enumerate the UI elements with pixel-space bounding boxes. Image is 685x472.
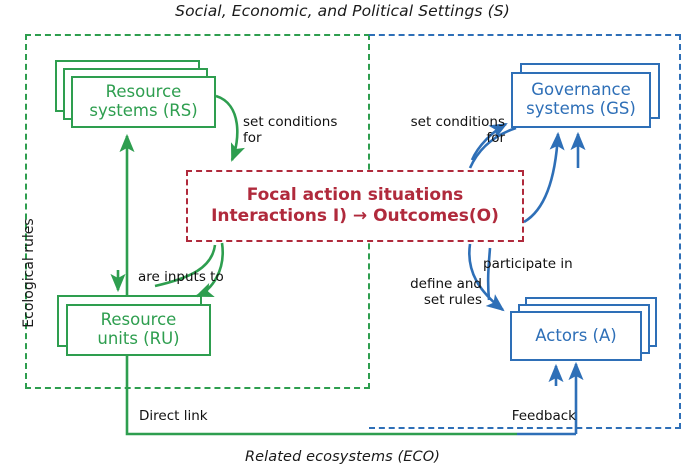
page-title-social-settings: Social, Economic, and Political Settings… — [175, 2, 510, 20]
label-are-inputs-to: are inputs to — [138, 269, 224, 285]
box-front-governance-systems[interactable]: Governance systems (GS) — [511, 72, 651, 128]
box-front-resource-systems[interactable]: Resource systems (RS) — [71, 76, 216, 128]
resource-units-line2: units (RU) — [97, 329, 180, 348]
label-participate-in: participate in — [483, 256, 573, 272]
box-front-actors[interactable]: Actors (A) — [510, 311, 642, 361]
label-set-conditions-for-left: set conditions for — [243, 114, 338, 147]
label-direct-link: Direct link — [139, 408, 208, 424]
box-front-resource-units[interactable]: Resource units (RU) — [66, 304, 211, 356]
actors-line1: Actors (A) — [535, 325, 617, 345]
focal-line2: Interactions I) → Outcomes(O) — [211, 206, 499, 226]
resource-systems-line2: systems (RS) — [89, 101, 198, 120]
governance-systems-line1: Governance — [531, 80, 631, 100]
caption-related-ecosystems: Related ecosystems (ECO) — [244, 449, 441, 465]
box-focal-action-situations[interactable]: Focal action situations Interactions I) … — [186, 170, 524, 242]
label-define-and-set-rules: define and set rules — [410, 276, 482, 309]
resource-systems-line1: Resource — [105, 82, 182, 102]
focal-line1: Focal action situations — [246, 185, 464, 206]
label-set-conditions-for-right: set conditions for — [410, 114, 505, 147]
resource-units-line1: Resource — [100, 310, 177, 330]
panel-social-blue — [369, 34, 681, 429]
label-feedback: Feedback — [511, 408, 576, 424]
axis-label-ecological-rules: Ecological rules — [21, 218, 37, 328]
governance-systems-line2: systems (GS) — [526, 99, 636, 118]
